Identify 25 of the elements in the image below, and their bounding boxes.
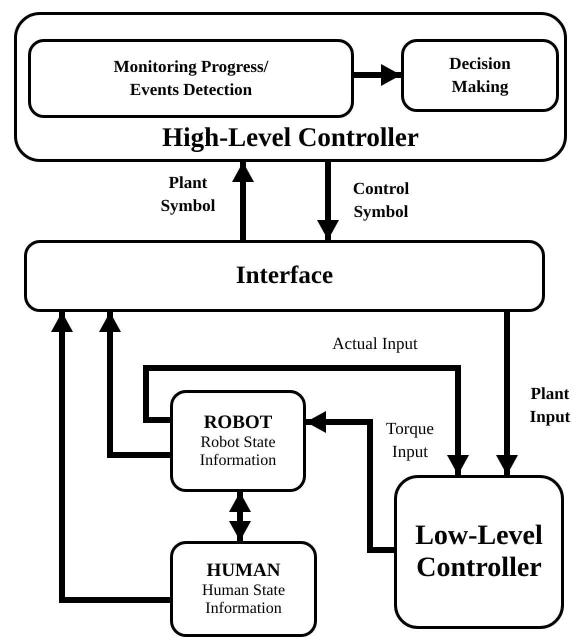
- arrow: [99, 312, 170, 458]
- process-box: [401, 39, 559, 112]
- arrow: [354, 64, 401, 86]
- box-text: Human State Information: [200, 582, 286, 618]
- arrow: [229, 492, 251, 541]
- controller-container: [14, 12, 567, 162]
- box-title: HUMAN: [206, 560, 280, 582]
- arrow: [232, 162, 254, 240]
- box-title: Decision Making: [448, 52, 512, 98]
- box-title: Monitoring Progress/ Events Detection: [112, 56, 270, 100]
- arrow: [317, 162, 339, 240]
- process-box: [394, 475, 564, 629]
- box-title: Low-Level Controller: [414, 520, 544, 584]
- process-box: [170, 541, 317, 637]
- arrow: [143, 365, 469, 475]
- arrow: [496, 312, 518, 475]
- box-text: Robot State Information: [198, 434, 278, 470]
- process-box: [24, 240, 545, 312]
- box-title: High-Level Controller: [162, 122, 419, 153]
- process-box: [170, 390, 306, 492]
- process-box: [28, 39, 354, 118]
- arrow: [51, 312, 170, 603]
- box-title: Interface: [236, 262, 334, 290]
- box-title: ROBOT: [204, 412, 272, 434]
- arrow: [306, 411, 394, 553]
